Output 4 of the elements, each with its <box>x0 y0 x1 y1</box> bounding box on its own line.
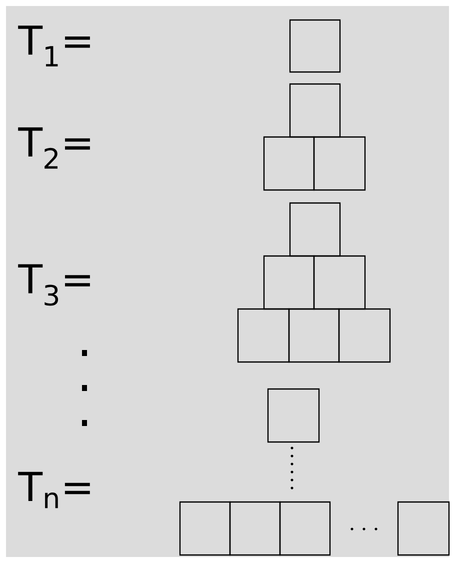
term-label: T$_{1}$= <box>18 26 90 66</box>
term-label: T$_{2}$= <box>18 127 90 169</box>
term-label: T$_{n}$= <box>18 472 90 508</box>
term-label: T$_{3}$= <box>18 264 90 306</box>
